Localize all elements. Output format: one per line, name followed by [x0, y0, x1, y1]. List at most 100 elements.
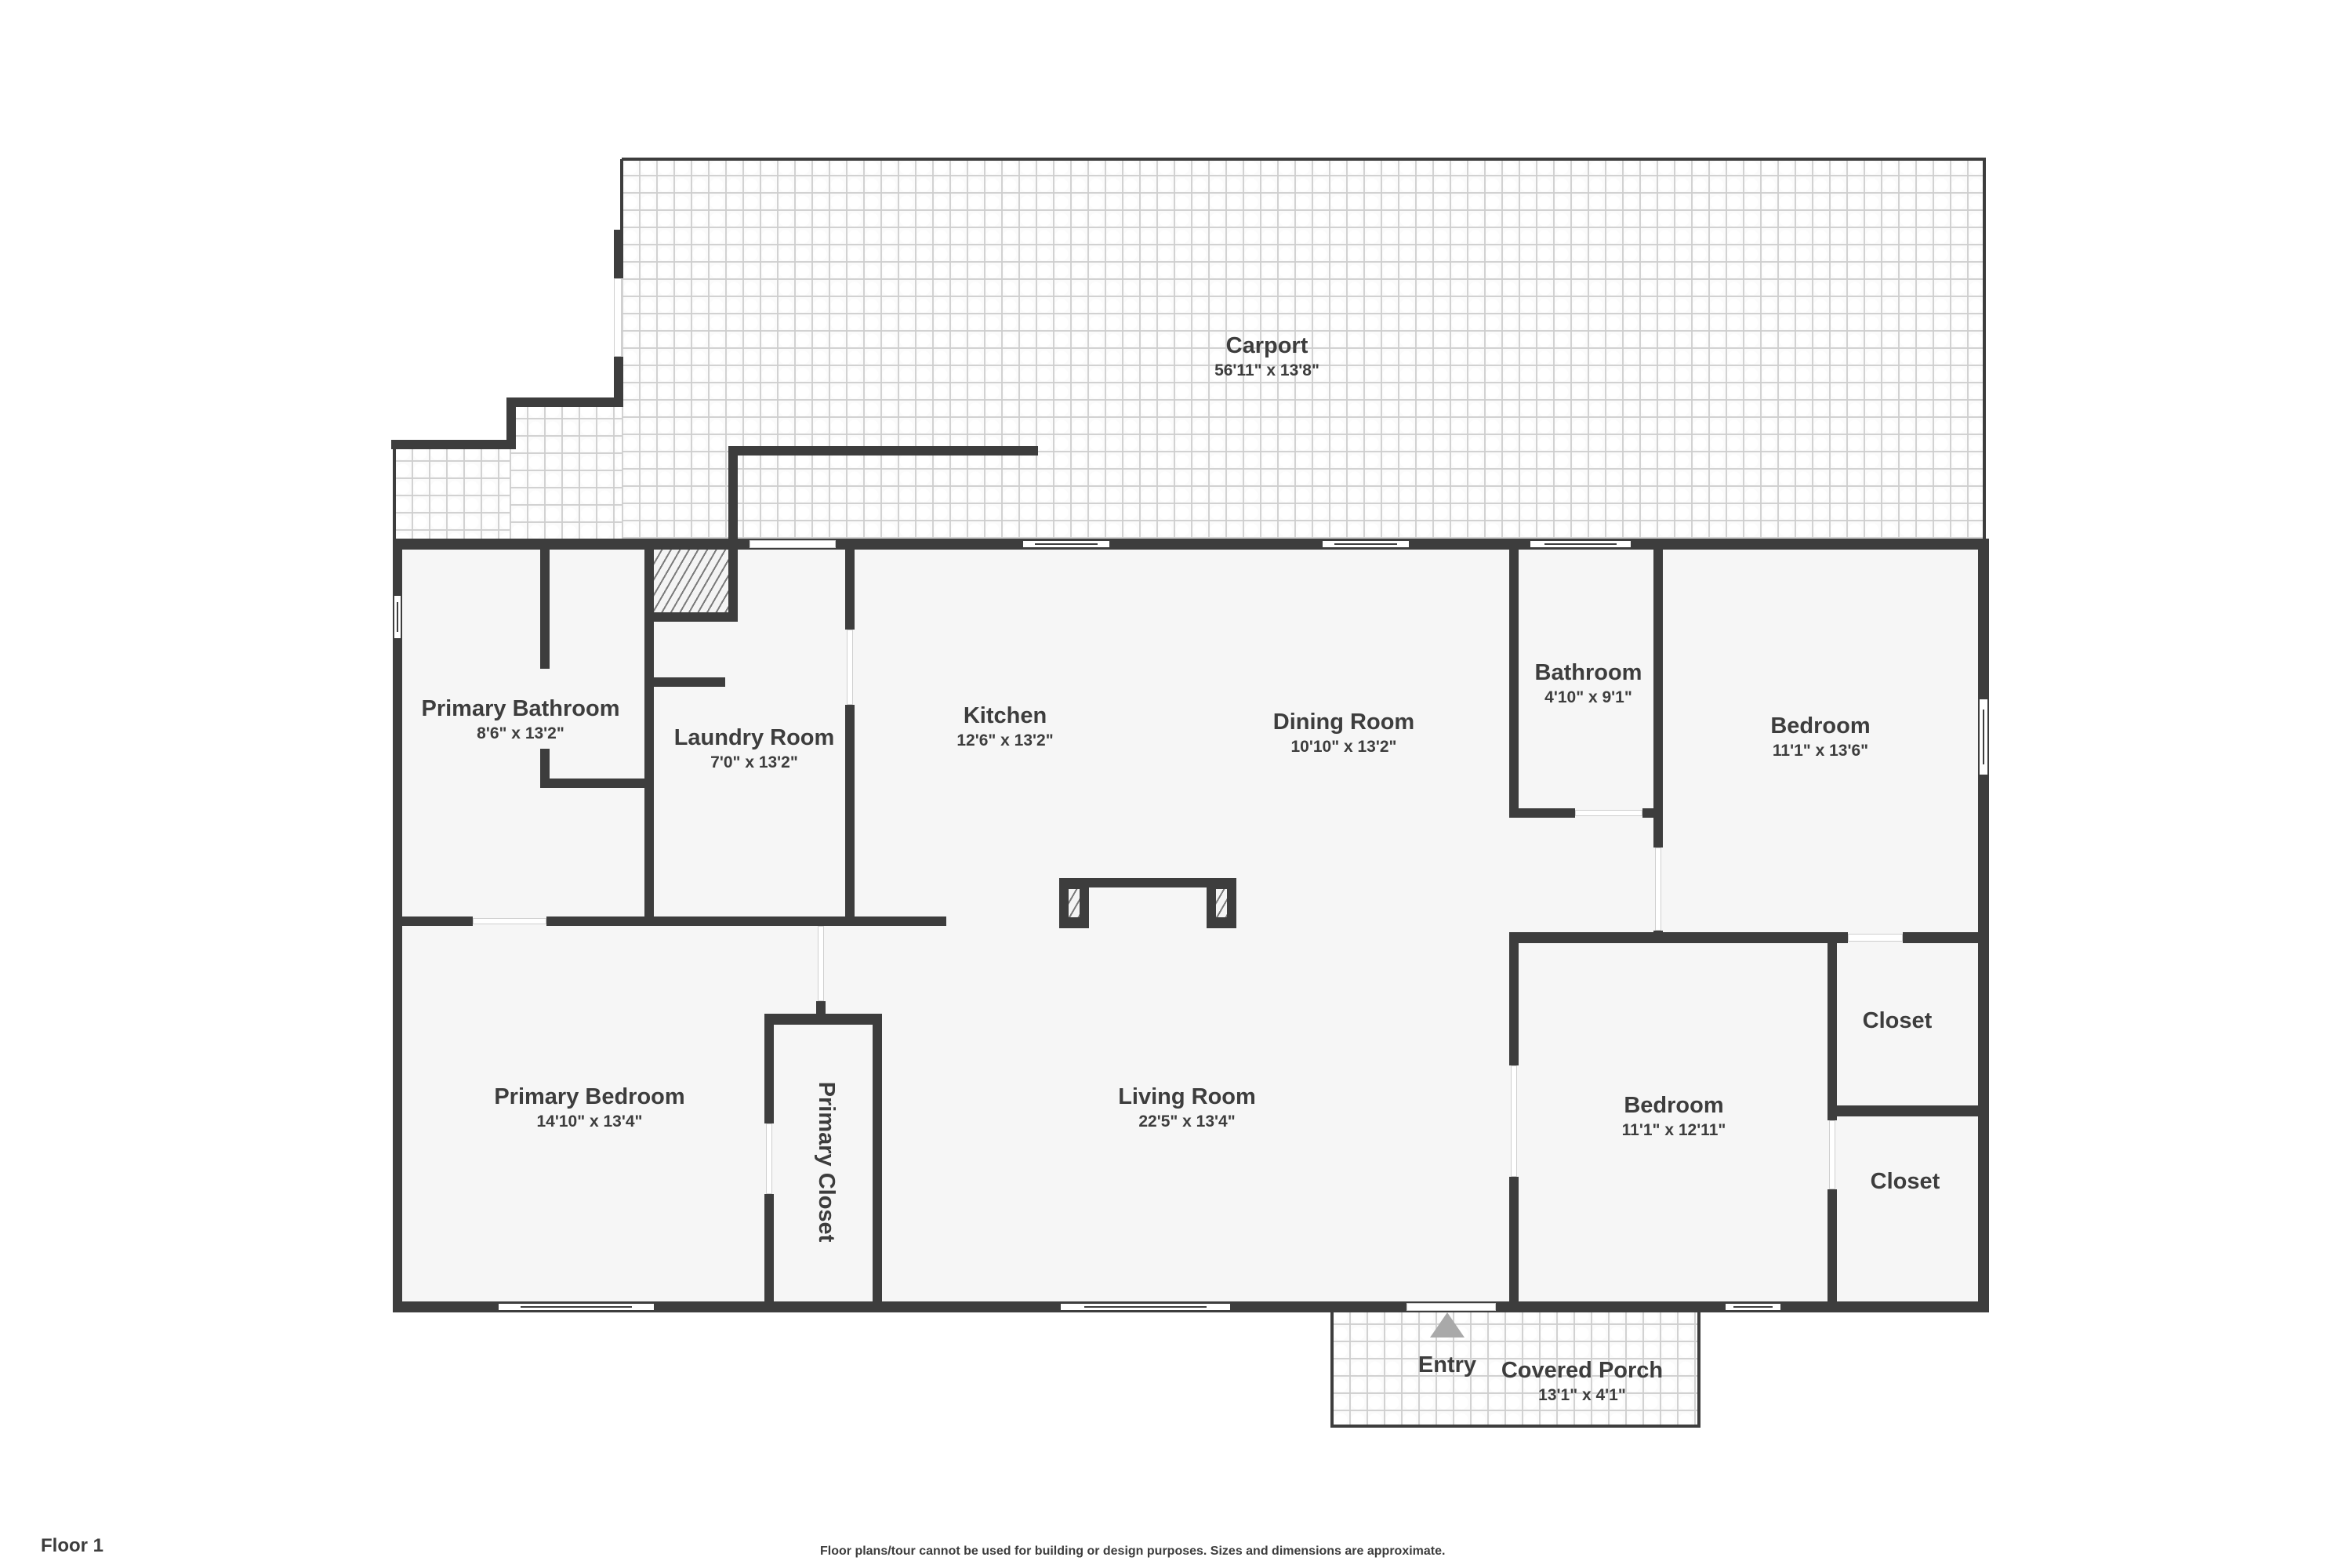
primary-bathroom-window — [393, 594, 402, 640]
bedroom2-left-wall-lower — [1509, 1177, 1519, 1308]
carport-top-edge — [622, 158, 1986, 161]
house-right-wall — [1978, 539, 1989, 1312]
room-name: Bedroom — [1624, 1093, 1724, 1118]
room-label-primary-bedroom: Primary Bedroom 14'10" x 13'4" — [494, 1083, 684, 1133]
fireplace-right-hatch — [1216, 889, 1227, 917]
carport-left-edge — [620, 159, 623, 230]
bedroom2-left-wall-upper — [1509, 932, 1519, 1065]
laundry-shelf-wall — [644, 677, 725, 687]
laundry-exterior-door — [750, 540, 836, 548]
bathroom-bottom-wall-a — [1509, 808, 1575, 818]
entry-door — [1406, 1303, 1496, 1311]
primary-closet-top-wall — [764, 1014, 882, 1025]
room-name: Kitchen — [963, 703, 1047, 728]
primary-closet-door — [766, 1123, 772, 1194]
room-label-carport: Carport 56'11" x 13'8" — [1214, 332, 1319, 382]
kitchen-window — [1022, 539, 1111, 549]
bedroom1-bottom-wall-b — [1903, 932, 1984, 943]
bedroom-south-window — [1724, 1302, 1782, 1312]
house-top-wall — [394, 539, 1989, 550]
room-dimensions: 11'1" x 13'6" — [1772, 742, 1869, 760]
room-name: Bedroom — [1770, 713, 1871, 739]
mid-wall-left-a — [394, 916, 473, 926]
primary-closet-right-wall — [873, 1014, 882, 1308]
room-dimensions: 7'0" x 13'2" — [710, 753, 798, 771]
bedroom2-door — [1511, 1065, 1517, 1177]
room-label-living-room: Living Room 22'5" x 13'4" — [1118, 1083, 1256, 1133]
shaft-right-wall — [728, 543, 738, 622]
room-name: Closet — [1870, 1169, 1940, 1194]
carport-step-area-2 — [394, 445, 510, 543]
bedroom1-left-wall-upper — [1653, 543, 1663, 848]
porch-left-edge — [1330, 1308, 1334, 1428]
room-name: Closet — [1862, 1008, 1933, 1033]
mid-wall-left-b — [546, 916, 946, 926]
bedroom-east-window — [1978, 698, 1989, 776]
carport-left-wall-upper — [614, 230, 623, 278]
bedroom1-door — [1655, 848, 1661, 931]
carport-area — [622, 159, 1984, 543]
bathroom-window — [1529, 539, 1632, 549]
room-name: Entry — [1417, 1352, 1477, 1377]
room-dimensions: 56'11" x 13'8" — [1214, 361, 1319, 379]
carport-side-opening — [614, 278, 622, 357]
laundry-left-wall — [644, 543, 654, 921]
porch-bottom-edge — [1330, 1425, 1700, 1428]
room-name: Bathroom — [1534, 660, 1642, 685]
primary-bedroom-window — [497, 1302, 655, 1312]
closet2-door — [1829, 1120, 1835, 1189]
room-label-primary-closet: Primary Closet — [812, 1082, 840, 1243]
fireplace-top — [1059, 878, 1236, 887]
primary-closet-left-wall-upper — [764, 1014, 774, 1123]
carport-left-wall-lower — [614, 357, 623, 407]
porch-right-edge — [1697, 1308, 1700, 1428]
room-label-closet-1: Closet — [1863, 1007, 1933, 1035]
entry-arrow-icon — [1430, 1312, 1465, 1338]
laundry-right-wall-upper — [845, 543, 855, 630]
carport-inner-wall-horizontal — [728, 446, 1038, 456]
room-dimensions: 12'6" x 13'2" — [956, 731, 1054, 750]
room-name: Laundry Room — [673, 725, 835, 750]
room-label-kitchen: Kitchen 12'6" x 13'2" — [956, 702, 1053, 752]
primary-bedroom-bath-door — [473, 918, 546, 924]
primary-closet-left-wall-lower — [764, 1194, 774, 1308]
room-dimensions: 22'5" x 13'4" — [1138, 1112, 1236, 1131]
floor-label: Floor 1 — [41, 1535, 104, 1556]
shaft-bottom-wall — [644, 612, 738, 622]
room-label-closet-2: Closet — [1871, 1167, 1940, 1196]
closet-left-wall-upper — [1828, 932, 1837, 1120]
laundry-right-wall-lower — [845, 705, 855, 921]
closet-left-wall-lower — [1828, 1189, 1837, 1308]
room-label-bedroom-1: Bedroom 11'1" x 13'6" — [1770, 712, 1870, 762]
room-name: Covered Porch — [1501, 1358, 1664, 1383]
primary-bath-partition-lower — [540, 749, 550, 788]
room-dimensions: 10'10" x 13'2" — [1290, 738, 1397, 756]
primary-bath-partition-upper — [540, 543, 550, 669]
room-name: Primary Closet — [814, 1081, 839, 1243]
room-name: Carport — [1225, 333, 1308, 358]
carport-step-area-1 — [510, 402, 622, 543]
room-dimensions: 8'6" x 13'2" — [477, 724, 564, 742]
room-dimensions: 11'1" x 12'11" — [1621, 1121, 1726, 1139]
room-label-laundry-room: Laundry Room 7'0" x 13'2" — [674, 724, 835, 774]
carport-step-edge-4 — [393, 440, 396, 543]
room-label-entry: Entry — [1418, 1351, 1476, 1379]
carport-step-wall-1 — [510, 397, 623, 407]
living-room-window — [1059, 1302, 1232, 1312]
room-label-covered-porch: Covered Porch 13'1" x 4'1" — [1501, 1356, 1663, 1406]
room-dimensions: 4'10" x 9'1" — [1544, 688, 1632, 706]
closet-divider-wall — [1828, 1105, 1984, 1116]
room-label-bathroom: Bathroom 4'10" x 9'1" — [1535, 659, 1642, 709]
primary-bath-partition-horizontal — [540, 779, 646, 788]
carport-step-wall-3 — [391, 440, 516, 449]
closet1-door — [1848, 934, 1903, 942]
carport-inner-wall-vertical — [728, 446, 738, 543]
room-label-primary-bathroom: Primary Bathroom 8'6" x 13'2" — [421, 695, 619, 745]
laundry-kitchen-opening — [847, 630, 853, 705]
room-name: Primary Bathroom — [421, 696, 620, 721]
carport-step-wall-2 — [506, 397, 516, 449]
utility-shaft — [654, 550, 730, 612]
room-name: Primary Bedroom — [494, 1084, 685, 1109]
room-dimensions: 14'10" x 13'4" — [536, 1112, 643, 1131]
